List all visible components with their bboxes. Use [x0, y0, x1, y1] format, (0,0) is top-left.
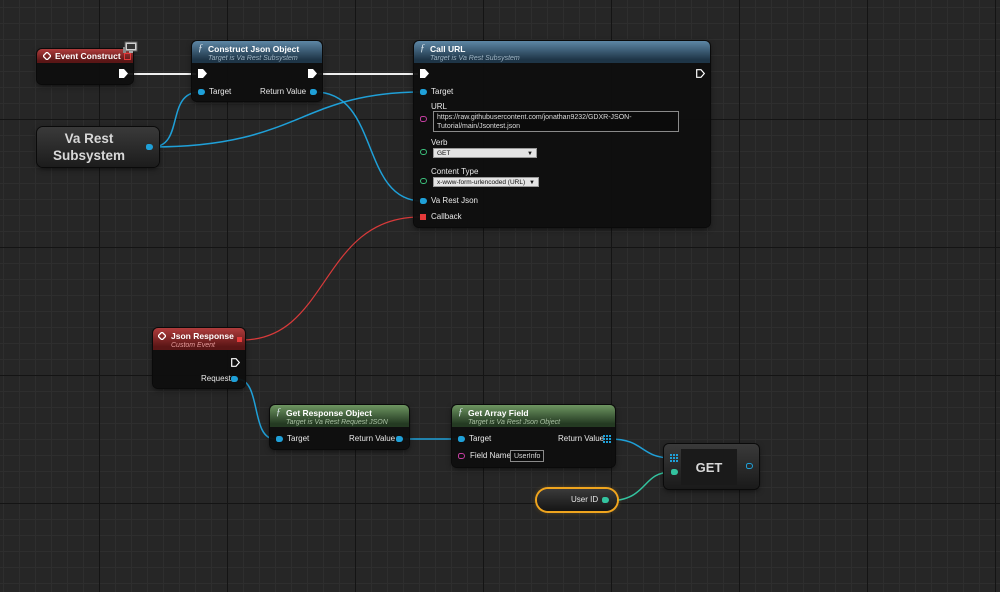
function-icon: ƒ [198, 43, 203, 54]
subsystem-out-pin-icon[interactable] [146, 144, 153, 150]
event-construct-header[interactable]: Event Construct [37, 49, 133, 63]
get-response-return-label: Return Value [349, 434, 396, 443]
construct-json-header[interactable]: ƒ Construct Json Object Target is Va Res… [192, 41, 322, 63]
callback-label: Callback [431, 212, 462, 221]
get-response-object-node[interactable]: ƒ Get Response Object Target is Va Rest … [270, 405, 409, 449]
chevron-down-icon: ▼ [527, 151, 533, 157]
index-pin-icon[interactable] [671, 469, 678, 475]
event-delegate-pin[interactable] [237, 337, 242, 342]
user-id-variable-node[interactable]: User ID [537, 489, 617, 511]
target-pin-icon[interactable] [198, 89, 205, 95]
json-response-header[interactable]: Json Response Custom Event [153, 328, 245, 350]
event-diamond-icon [158, 332, 166, 340]
event-delegate-pin[interactable] [124, 53, 131, 60]
get-node-center: GET [681, 449, 737, 485]
exec-out-pin[interactable] [308, 69, 317, 78]
json-response-title: Json Response [171, 331, 234, 341]
get-array-field-node[interactable]: ƒ Get Array Field Target is Va Rest Json… [452, 405, 615, 467]
construct-json-subtitle: Target is Va Rest Subsystem [208, 55, 298, 62]
wire-callback-to-event [241, 216, 421, 341]
exec-out-pin[interactable] [231, 358, 240, 367]
json-response-event-node[interactable]: Json Response Custom Event Request [153, 328, 245, 388]
verb-dropdown[interactable]: GET ▼ [433, 148, 537, 158]
subsystem-line2: Subsystem [52, 148, 126, 163]
content-type-pin-icon[interactable] [420, 178, 427, 184]
call-url-header[interactable]: ƒ Call URL Target is Va Rest Subsystem [414, 41, 710, 63]
callback-pin-icon[interactable] [420, 214, 426, 220]
get-array-field-title: Get Array Field [468, 408, 529, 418]
exec-in-pin[interactable] [420, 69, 429, 78]
call-url-title: Call URL [430, 44, 466, 54]
request-pin-icon[interactable] [231, 376, 238, 382]
exec-in-pin[interactable] [198, 69, 207, 78]
va-rest-json-pin-icon[interactable] [420, 198, 427, 204]
call-url-target-label: Target [431, 87, 454, 96]
construct-json-object-node[interactable]: ƒ Construct Json Object Target is Va Res… [192, 41, 322, 101]
get-response-target-label: Target [287, 434, 310, 443]
construct-target-label: Target [209, 87, 232, 96]
get-array-field-subtitle: Target is Va Rest Json Object [468, 419, 561, 426]
content-type-value: x-www-form-urlencoded (URL) [437, 179, 526, 186]
return-value-pin-icon[interactable] [396, 436, 403, 442]
chevron-down-icon: ▼ [529, 180, 535, 186]
event-construct-node[interactable]: Event Construct [37, 49, 133, 84]
subsystem-line1: Va Rest [64, 131, 114, 146]
url-input[interactable]: https://raw.githubusercontent.com/jonath… [433, 111, 679, 132]
array-grid-icon[interactable] [670, 454, 678, 462]
field-name-pin-icon[interactable] [458, 453, 465, 459]
target-pin-icon[interactable] [458, 436, 465, 442]
get-response-header[interactable]: ƒ Get Response Object Target is Va Rest … [270, 405, 409, 427]
verb-pin-icon[interactable] [420, 149, 427, 155]
construct-json-title: Construct Json Object [208, 44, 300, 54]
return-value-pin-icon[interactable] [310, 89, 317, 95]
wire-construct-return-to-varestjson [314, 91, 423, 202]
user-id-label: User ID [571, 495, 599, 504]
get-response-title: Get Response Object [286, 408, 372, 418]
url-pin-icon[interactable] [420, 116, 427, 122]
call-url-subtitle: Target is Va Rest Subsystem [430, 55, 520, 62]
url-label: URL [431, 102, 448, 111]
get-array-target-label: Target [469, 434, 492, 443]
get-array-return-label: Return Value [558, 434, 605, 443]
content-type-label: Content Type [431, 167, 479, 176]
target-pin-icon[interactable] [276, 436, 283, 442]
function-icon: ƒ [458, 407, 463, 418]
json-response-subtitle: Custom Event [171, 342, 215, 349]
verb-value: GET [437, 150, 451, 157]
construct-return-label: Return Value [260, 87, 307, 96]
exec-out-pin[interactable] [119, 69, 128, 78]
get-node-label: GET [695, 459, 723, 475]
field-name-label: Field Name [470, 451, 511, 460]
get-array-field-header[interactable]: ƒ Get Array Field Target is Va Rest Json… [452, 405, 615, 427]
user-id-pin-icon[interactable] [602, 497, 609, 503]
get-output-pin-icon[interactable] [746, 463, 753, 469]
va-rest-json-label: Va Rest Json [431, 196, 478, 205]
wire-subsystem-to-construct-target [151, 91, 201, 148]
array-grid-icon[interactable] [603, 435, 611, 443]
target-pin-icon[interactable] [420, 89, 427, 95]
get-array-item-node[interactable]: GET [664, 444, 759, 489]
function-icon: ƒ [276, 407, 281, 418]
event-construct-title: Event Construct [55, 51, 121, 61]
va-rest-subsystem-node[interactable]: Va Rest Subsystem [37, 127, 159, 167]
field-name-input[interactable]: UserInfo [510, 450, 544, 462]
event-diamond-icon [43, 52, 51, 60]
function-icon: ƒ [420, 43, 425, 54]
verb-label: Verb [431, 138, 448, 147]
content-type-dropdown[interactable]: x-www-form-urlencoded (URL) ▼ [433, 177, 539, 187]
request-label: Request [201, 374, 231, 383]
wire-array-to-get [609, 438, 673, 459]
subsystem-label: Va Rest Subsystem [37, 130, 141, 164]
get-response-subtitle: Target is Va Rest Request JSON [286, 419, 388, 426]
call-url-node[interactable]: ƒ Call URL Target is Va Rest Subsystem T… [414, 41, 710, 227]
exec-out-pin[interactable] [696, 69, 705, 78]
monitor-icon [123, 41, 138, 53]
